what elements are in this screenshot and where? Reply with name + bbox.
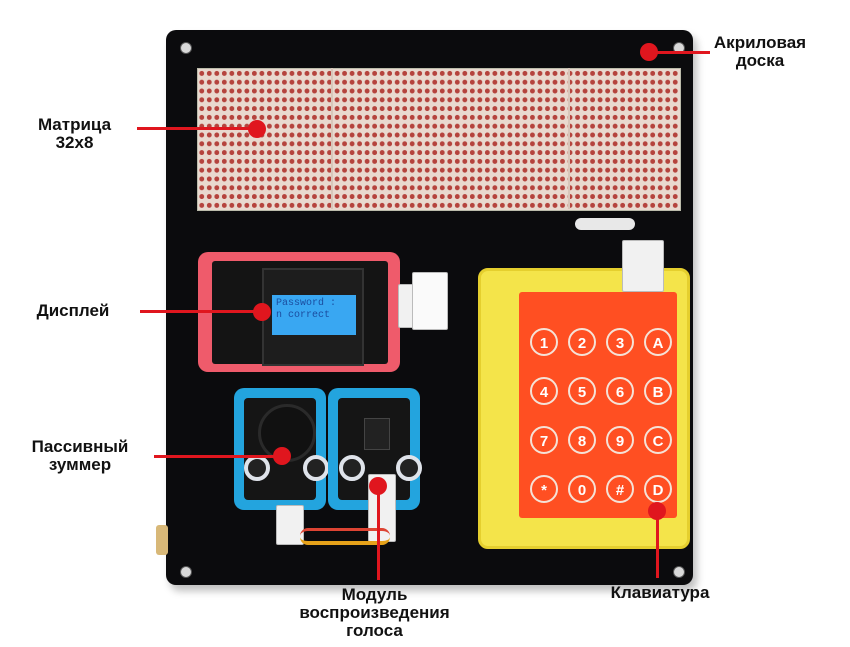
key-8[interactable]: 8 [568, 426, 596, 454]
callout-line [656, 512, 659, 578]
key-#[interactable]: # [606, 475, 634, 503]
mount-hole [673, 566, 685, 578]
voice-chip [364, 418, 390, 450]
callout-dot [248, 120, 266, 138]
mount-hole [180, 566, 192, 578]
callout-line [137, 127, 252, 130]
display-cable-plug [412, 272, 448, 330]
key-A[interactable]: A [644, 328, 672, 356]
callout-dot [369, 477, 387, 495]
callout-dot [273, 447, 291, 465]
keypad-cable [575, 218, 635, 230]
key-B[interactable]: B [644, 377, 672, 405]
label-buzzer: Пассивный зуммер [15, 438, 145, 474]
label-display-text: Дисплей [36, 301, 110, 320]
matrix-seam [331, 68, 333, 209]
key-2[interactable]: 2 [568, 328, 596, 356]
label-keypad: Клавиатура [590, 584, 730, 602]
key-1[interactable]: 1 [530, 328, 558, 356]
buzzer-connector [276, 505, 304, 545]
matrix-seam [568, 68, 570, 209]
key-4[interactable]: 4 [530, 377, 558, 405]
screen-line-2: n correct [276, 310, 331, 321]
key-*[interactable]: * [530, 475, 558, 503]
mount-ring [339, 455, 365, 481]
label-board: Акриловая доска [700, 34, 820, 70]
mount-ring [244, 455, 270, 481]
key-C[interactable]: C [644, 426, 672, 454]
label-display: Дисплей [18, 302, 128, 320]
label-matrix-text: Матрица 32x8 [37, 115, 112, 152]
callout-line [650, 51, 710, 54]
screen-line-1: Password : [276, 298, 337, 309]
cable [300, 528, 390, 545]
label-matrix: Матрица 32x8 [22, 116, 127, 152]
key-5[interactable]: 5 [568, 377, 596, 405]
label-voice: Модуль воспроизведения голоса [272, 586, 477, 640]
callout-line [140, 310, 258, 313]
key-0[interactable]: 0 [568, 475, 596, 503]
keypad-connector [622, 240, 664, 292]
label-keypad-text: Клавиатура [610, 583, 710, 602]
key-3[interactable]: 3 [606, 328, 634, 356]
mount-hole [180, 42, 192, 54]
callout-line [154, 455, 278, 458]
standoff [156, 525, 168, 555]
led-matrix [197, 68, 681, 211]
key-6[interactable]: 6 [606, 377, 634, 405]
mount-ring [396, 455, 422, 481]
label-board-text: Акриловая доска [713, 33, 807, 70]
key-9[interactable]: 9 [606, 426, 634, 454]
callout-dot [648, 502, 666, 520]
callout-dot [253, 303, 271, 321]
oled-screen: Password : n correct [272, 295, 356, 335]
label-voice-text: Модуль воспроизведения голоса [299, 585, 450, 640]
key-7[interactable]: 7 [530, 426, 558, 454]
callout-line [377, 485, 380, 580]
callout-dot [640, 43, 658, 61]
mount-ring [303, 455, 329, 481]
key-D[interactable]: D [644, 475, 672, 503]
label-buzzer-text: Пассивный зуммер [31, 437, 129, 474]
